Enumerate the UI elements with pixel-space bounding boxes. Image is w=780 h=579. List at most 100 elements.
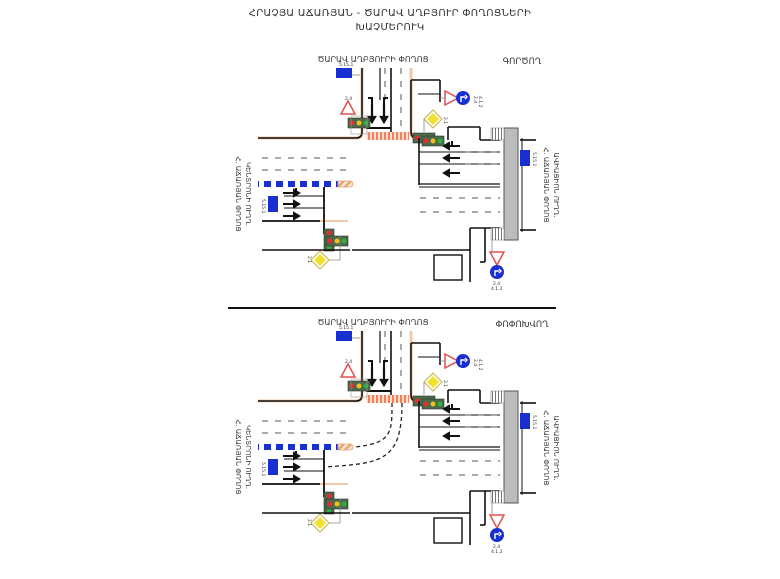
turn-path-1 xyxy=(354,402,393,448)
traffic-light-lamp xyxy=(327,238,333,244)
east-lane-sign-code: 5.15.1 xyxy=(531,415,537,429)
bridge-stairs-north xyxy=(490,127,505,141)
traffic-light-lamp xyxy=(334,238,340,244)
west-sidewalk-edge xyxy=(320,483,348,485)
ne-sidewalk-edge xyxy=(409,68,418,140)
traffic-light-lamp xyxy=(430,138,436,144)
priority-sign-inner xyxy=(427,376,439,388)
north-right-turn-arrow-icon xyxy=(379,367,389,388)
west-street-label-1: Հ. ԱՃԱՌՅԱՆ ՓՈՂՈՑ xyxy=(234,156,242,231)
se-keep-right-sign-icon xyxy=(490,528,504,542)
bridge-stairs-south xyxy=(490,490,505,504)
east-street-label-2: ԱՎԻԱՑԻՈՆ ՈՒՂՂ. xyxy=(552,416,560,481)
east-street-label-1: Հ. ԱՃԱՌՅԱՆ ՓՈՂՈՑ xyxy=(542,410,550,485)
nw-yield-sign-icon xyxy=(339,362,357,378)
ne-keep-right-sign-icon xyxy=(456,91,470,105)
west-street-label-2: ԿԵՆՏՐՈՆԻ ՈՒՂՂ. xyxy=(244,162,252,226)
north-street-label: ԾԱՐԱՎ ԱՂԲՅՈՒՐԻ ՓՈՂՈՑ xyxy=(317,55,428,64)
ne-yield-code: 2.4 xyxy=(472,96,478,103)
west-lane-arrow-icon xyxy=(283,462,301,472)
west-street-label-1: Հ. ԱՃԱՌՅԱՆ ՓՈՂՈՑ xyxy=(234,419,242,494)
traffic-light-lamp xyxy=(349,120,355,126)
turn-path-2 xyxy=(324,402,403,468)
sw-priority-code: 2.1 xyxy=(306,256,312,263)
se-yield-sign-icon xyxy=(488,514,506,530)
traffic-light-lamp xyxy=(334,501,340,507)
traffic-light-lamp xyxy=(437,401,443,407)
north-lane-sign-code: 5.15.1 xyxy=(339,62,353,68)
traffic-light-lamp xyxy=(356,383,362,389)
ne-priority-code: 2.1 xyxy=(442,117,448,124)
traffic-light-lamp xyxy=(430,401,436,407)
priority-sign-inner xyxy=(314,517,326,529)
north-turn-arrow-heads xyxy=(368,360,388,367)
traffic-light-lamp xyxy=(327,501,333,507)
west-lane-sign-code: 5.15.1 xyxy=(260,462,266,476)
north-turn-arrow-heads xyxy=(368,97,388,104)
north-street-label: ԾԱՐԱՎ ԱՂԲՅՈՒՐԻ ՓՈՂՈՑ xyxy=(317,318,428,327)
west-lane-sign-icon xyxy=(268,459,278,475)
ne-sidewalk-edge xyxy=(409,331,418,403)
traffic-light-lamp xyxy=(341,501,347,507)
building-block xyxy=(433,517,463,544)
west-lane-sign-icon xyxy=(268,196,278,212)
traffic-light-lamp xyxy=(423,401,429,407)
north-left-turn-arrow-icon xyxy=(367,104,377,125)
diagram-title-line1: ՀՐԱՉՅԱ ԱՃԱՌՅԱՆ - ԾԱՐԱՎ ԱՂԲՅՈՒՐ ՓՈՂՈՑՆԵՐԻ xyxy=(248,8,532,19)
ne-keep-right-sign-icon xyxy=(456,354,470,368)
status-label: ՓՈՓՈԽՎՈՂ xyxy=(495,320,549,330)
north-lane-sign-code: 5.15.1 xyxy=(339,325,353,331)
west-lane-arrow-icon xyxy=(283,211,301,221)
east-street-label-1: Հ. ԱՃԱՌՅԱՆ ՓՈՂՈՑ xyxy=(542,147,550,222)
priority-sign-inner xyxy=(314,254,326,266)
east-lane-arrow-icon xyxy=(442,416,460,426)
bridge-stairs-south xyxy=(490,227,505,241)
nw-corner-curve xyxy=(258,394,363,402)
east-lane-arrow-icon xyxy=(442,431,460,441)
west-median-hatch xyxy=(337,180,354,188)
east-lane-arrow-icon xyxy=(442,153,460,163)
diagram-existing: ԾԱՐԱՎ ԱՂԲՅՈՒՐԻ ՓՈՂՈՑ ԳՈՐԾՈՂ Հ. ԱՃԱՌՅԱՆ ՓՈՂ… xyxy=(234,55,560,292)
nw-yield-code: 2.4 xyxy=(345,96,352,102)
north-crosswalk xyxy=(366,132,409,140)
se-yield-sign-icon xyxy=(488,251,506,267)
pedestrian-bridge xyxy=(503,127,519,241)
west-median-marking xyxy=(258,444,338,450)
west-sidewalk-edge xyxy=(320,220,348,222)
north-lane-sign-icon xyxy=(336,331,352,341)
bridge-stairs-north xyxy=(490,390,505,404)
west-lane-arrow-icon xyxy=(283,199,301,209)
traffic-light-lamp xyxy=(341,238,347,244)
nw-light-frame xyxy=(350,378,368,398)
sign-arrow-glyph xyxy=(460,357,468,365)
nw-yield-sign-icon xyxy=(339,99,357,115)
west-median-marking xyxy=(258,181,338,187)
status-label: ԳՈՐԾՈՂ xyxy=(503,57,542,67)
traffic-light-lamp xyxy=(437,138,443,144)
se-yield-code: 2.4 xyxy=(493,281,500,287)
traffic-light-lamp xyxy=(363,383,369,389)
ne-yield-code: 2.4 xyxy=(472,359,478,366)
diagram-modified: ԾԱՐԱՎ ԱՂԲՅՈՒՐԻ ՓՈՂՈՑ ՓՈՓՈԽՎՈՂ Հ. ԱՃԱՌՅԱՆ Փ… xyxy=(234,318,560,555)
west-street-label-2: ԿԵՆՏՐՈՆԻ ՈՒՂՂ. xyxy=(244,425,252,489)
east-street-label-2: ԱՎԻԱՑԻՈՆ ՈՒՂՂ. xyxy=(552,153,560,218)
se-keep-right-code: 4.1.2 xyxy=(491,549,503,555)
traffic-light-lamp xyxy=(326,493,332,499)
west-lane-sign-code: 5.15.1 xyxy=(260,199,266,213)
sign-arrow-glyph xyxy=(494,531,502,539)
traffic-light-lamp xyxy=(349,383,355,389)
se-yield-code: 2.4 xyxy=(493,544,500,550)
ne-priority-code: 2.1 xyxy=(442,380,448,387)
north-lane-sign-icon xyxy=(336,68,352,78)
east-lane-arrow-icon xyxy=(442,168,460,178)
east-lane-sign-icon xyxy=(520,150,530,166)
nw-yield-code: 2.4 xyxy=(345,359,352,365)
nw-corner-curve xyxy=(258,131,363,139)
sw-priority-code: 2.1 xyxy=(306,519,312,526)
traffic-light-lamp xyxy=(356,120,362,126)
west-lane-arrow-icon xyxy=(283,474,301,484)
se-keep-right-sign-icon xyxy=(490,265,504,279)
east-lane-sign-icon xyxy=(520,413,530,429)
nw-light-frame xyxy=(350,115,368,135)
